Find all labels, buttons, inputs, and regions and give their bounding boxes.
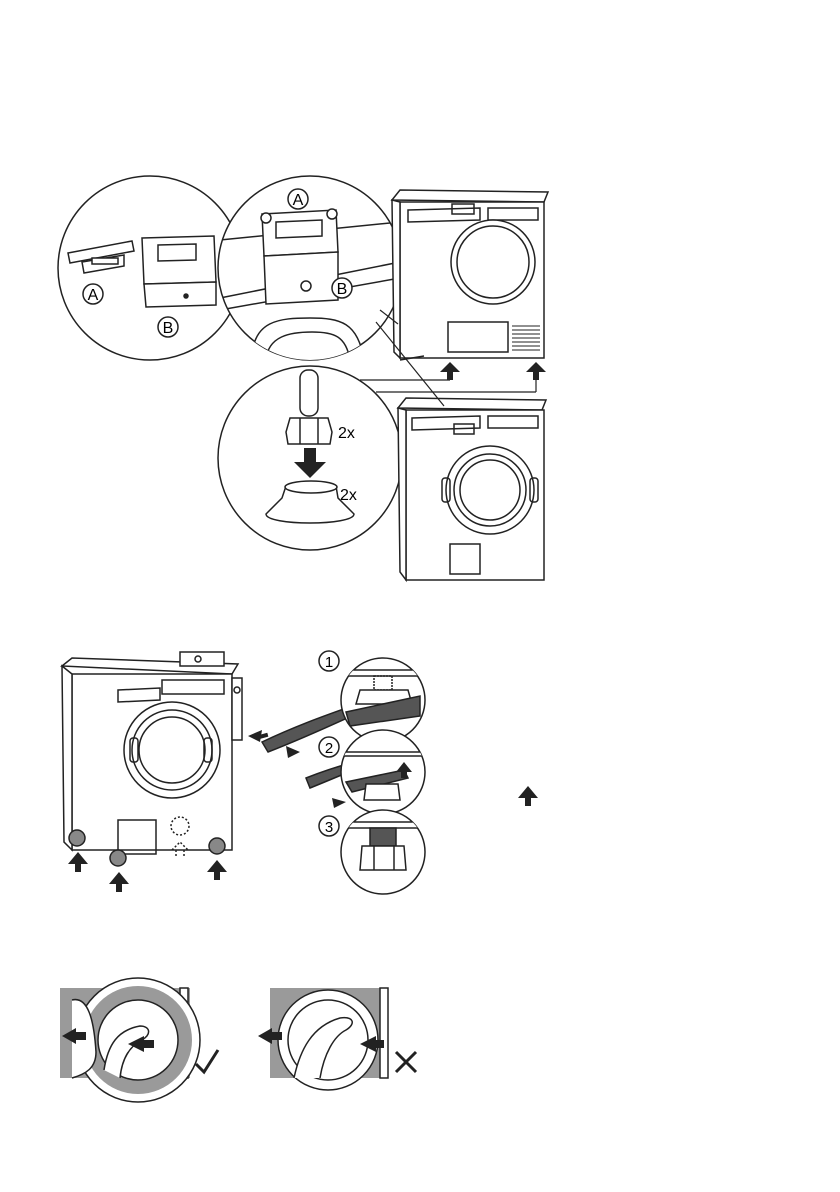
label-a-right: A xyxy=(293,192,304,209)
arrow-up-icon xyxy=(207,860,227,880)
step2-inset xyxy=(340,730,426,814)
door-panel-correct xyxy=(60,978,218,1102)
label-b-left: B xyxy=(163,320,174,337)
bracket-inset-left: A B xyxy=(58,176,242,360)
label-b-right: B xyxy=(337,281,348,298)
step-2-label: 2 xyxy=(325,740,333,757)
step3-inset xyxy=(340,810,426,894)
step-3-label: 3 xyxy=(325,819,333,836)
washer-appliance xyxy=(398,398,546,580)
arrow-up-icon xyxy=(526,362,546,380)
arrow-up-icon xyxy=(109,872,129,892)
arrow-up-icon xyxy=(440,362,460,380)
arrow-up-icon xyxy=(518,786,538,806)
figure-transit-brackets: A B A B xyxy=(58,176,548,580)
count-nut-label: 2x xyxy=(338,425,355,442)
figure-door-seal xyxy=(60,978,416,1102)
washer-levelling xyxy=(62,652,242,866)
foot-inset: 2x 2x xyxy=(218,366,402,550)
step-labels: 1 2 3 xyxy=(319,651,339,836)
count-foot-label: 2x xyxy=(340,487,357,504)
label-a-left: A xyxy=(88,287,99,304)
cross-icon xyxy=(396,1052,416,1072)
dryer-appliance xyxy=(392,190,548,360)
bracket-inset-right: A B xyxy=(218,176,402,360)
arrow-up-icon xyxy=(68,852,88,872)
door-panel-wrong xyxy=(258,988,416,1090)
step-1-label: 1 xyxy=(325,654,333,671)
figure-levelling: 1 2 3 xyxy=(62,651,538,894)
